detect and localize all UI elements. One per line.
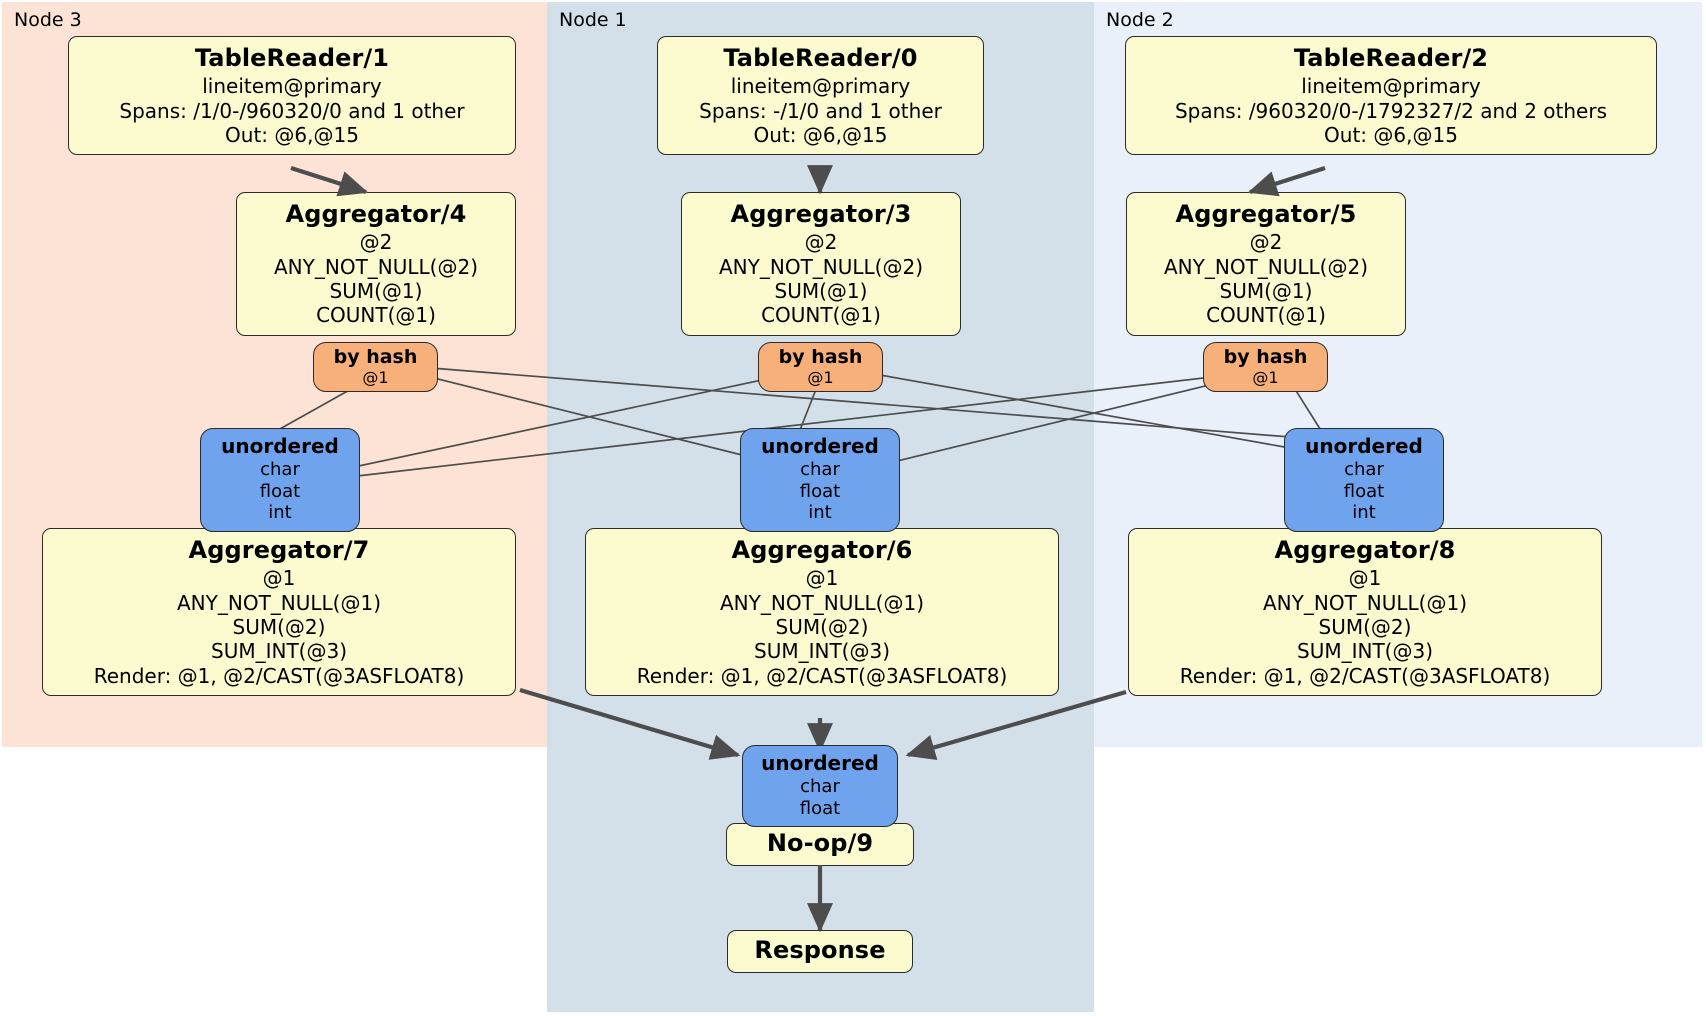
router-by-hash-right[interactable]: by hash @1 bbox=[1203, 342, 1328, 393]
processor-detail-line: COUNT(@1) bbox=[1206, 303, 1326, 328]
processor-detail-line: COUNT(@1) bbox=[316, 303, 436, 328]
synchronizer-type-line: float bbox=[1343, 480, 1385, 502]
processor-title: No-op/9 bbox=[766, 829, 874, 857]
router-by-hash-left[interactable]: by hash @1 bbox=[313, 342, 438, 393]
processor-title: Aggregator/3 bbox=[730, 200, 912, 228]
synchronizer-type-line: char bbox=[260, 459, 300, 480]
synchronizer-type-line: float bbox=[259, 480, 301, 502]
processor-aggregator-5[interactable]: Aggregator/5 @2 ANY_NOT_NULL(@2) SUM(@1)… bbox=[1126, 192, 1406, 336]
synchronizer-type-line: int bbox=[1352, 502, 1376, 524]
processor-response[interactable]: Response bbox=[727, 930, 913, 974]
router-title: by hash bbox=[1223, 346, 1308, 368]
synchronizer-type-line: float bbox=[799, 480, 841, 502]
processor-detail-line: SUM(@1) bbox=[774, 278, 868, 303]
synchronizer-type-line: char bbox=[800, 776, 840, 797]
processor-detail-line: ANY_NOT_NULL(@2) bbox=[719, 254, 923, 279]
router-detail-line: @1 bbox=[807, 367, 834, 387]
processor-detail-line: ANY_NOT_NULL(@2) bbox=[1164, 254, 1368, 279]
processor-detail-line: @1 bbox=[805, 566, 839, 591]
processor-title: Aggregator/7 bbox=[188, 536, 370, 564]
processor-aggregator-3[interactable]: Aggregator/3 @2 ANY_NOT_NULL(@2) SUM(@1)… bbox=[681, 192, 961, 336]
router-detail-line: @1 bbox=[362, 367, 389, 387]
processor-detail-line: SUM(@2) bbox=[1318, 614, 1412, 639]
processor-detail-line: Spans: /960320/0-/1792327/2 and 2 others bbox=[1174, 98, 1607, 123]
synchronizer-unordered-right[interactable]: unordered char float int bbox=[1284, 428, 1444, 532]
processor-title: Aggregator/8 bbox=[1274, 536, 1456, 564]
processor-detail-line: SUM(@1) bbox=[329, 278, 423, 303]
processor-table-reader-1[interactable]: TableReader/1 lineitem@primary Spans: /1… bbox=[68, 36, 516, 156]
processor-noop-9[interactable]: No-op/9 bbox=[726, 823, 914, 867]
processor-detail-line: @2 bbox=[804, 230, 838, 255]
processor-detail-line: lineitem@primary bbox=[202, 74, 382, 99]
processor-detail-line: Spans: /1/0-/960320/0 and 1 other bbox=[119, 98, 465, 123]
router-detail-line: @1 bbox=[1252, 367, 1279, 387]
synchronizer-title: unordered bbox=[761, 751, 879, 775]
processor-aggregator-6[interactable]: Aggregator/6 @1 ANY_NOT_NULL(@1) SUM(@2)… bbox=[585, 528, 1059, 697]
processor-detail-line: ANY_NOT_NULL(@1) bbox=[1263, 590, 1467, 615]
processor-detail-line: @2 bbox=[1249, 230, 1283, 255]
synchronizer-type-line: char bbox=[1344, 459, 1384, 480]
processor-title: Aggregator/5 bbox=[1175, 200, 1357, 228]
processor-render-line: Render: @1, @2/CAST(@3ASFLOAT8) bbox=[636, 663, 1008, 688]
router-title: by hash bbox=[333, 346, 418, 368]
processor-detail-line: ANY_NOT_NULL(@1) bbox=[720, 590, 924, 615]
synchronizer-unordered-left[interactable]: unordered char float int bbox=[200, 428, 360, 532]
processor-detail-line: SUM(@2) bbox=[232, 614, 326, 639]
router-by-hash-center[interactable]: by hash @1 bbox=[758, 342, 883, 393]
processor-detail-line: lineitem@primary bbox=[1301, 74, 1481, 99]
processor-title: Aggregator/6 bbox=[731, 536, 913, 564]
processor-detail-line: lineitem@primary bbox=[730, 74, 911, 99]
synchronizer-unordered-center[interactable]: unordered char float int bbox=[740, 428, 900, 532]
processor-detail-line: ANY_NOT_NULL(@2) bbox=[274, 254, 478, 279]
synchronizer-unordered-final[interactable]: unordered char float bbox=[742, 745, 898, 828]
synchronizer-type-line: char bbox=[800, 459, 840, 480]
synchronizer-title: unordered bbox=[761, 434, 879, 458]
processor-aggregator-4[interactable]: Aggregator/4 @2 ANY_NOT_NULL(@2) SUM(@1)… bbox=[236, 192, 516, 336]
processor-detail-line: Out: @6,@15 bbox=[1324, 122, 1458, 147]
processor-title: Aggregator/4 bbox=[285, 200, 467, 228]
processor-detail-line: @1 bbox=[1348, 566, 1382, 591]
node-panel-label: Node 2 bbox=[1106, 9, 1174, 31]
processor-render-line: Render: @1, @2/CAST(@3ASFLOAT8) bbox=[1179, 663, 1551, 688]
processor-aggregator-7[interactable]: Aggregator/7 @1 ANY_NOT_NULL(@1) SUM(@2)… bbox=[42, 528, 516, 697]
processor-detail-line: ANY_NOT_NULL(@1) bbox=[177, 590, 381, 615]
processor-title: TableReader/2 bbox=[1293, 44, 1489, 72]
processor-detail-line: Out: @6,@15 bbox=[753, 122, 888, 147]
synchronizer-type-line: int bbox=[268, 502, 292, 524]
node-panel-label: Node 3 bbox=[14, 9, 82, 31]
processor-aggregator-8[interactable]: Aggregator/8 @1 ANY_NOT_NULL(@1) SUM(@2)… bbox=[1128, 528, 1602, 697]
synchronizer-title: unordered bbox=[1305, 434, 1423, 458]
processor-detail-line: Spans: -/1/0 and 1 other bbox=[699, 98, 942, 123]
processor-title: TableReader/0 bbox=[723, 44, 918, 72]
processor-detail-line: @2 bbox=[359, 230, 393, 255]
processor-table-reader-2[interactable]: TableReader/2 lineitem@primary Spans: /9… bbox=[1125, 36, 1657, 156]
processor-render-line: Render: @1, @2/CAST(@3ASFLOAT8) bbox=[93, 663, 465, 688]
processor-detail-line: SUM_INT(@3) bbox=[211, 639, 347, 664]
processor-detail-line: SUM(@1) bbox=[1219, 278, 1313, 303]
processor-table-reader-0[interactable]: TableReader/0 lineitem@primary Spans: -/… bbox=[657, 36, 984, 156]
processor-detail-line: SUM_INT(@3) bbox=[754, 639, 890, 664]
processor-title: Response bbox=[754, 936, 886, 964]
node-panel-label: Node 1 bbox=[559, 9, 627, 31]
router-title: by hash bbox=[778, 346, 863, 368]
synchronizer-type-line: float bbox=[799, 797, 841, 819]
processor-detail-line: SUM_INT(@3) bbox=[1297, 639, 1433, 664]
processor-title: TableReader/1 bbox=[194, 44, 390, 72]
processor-detail-line: COUNT(@1) bbox=[761, 303, 881, 328]
processor-detail-line: SUM(@2) bbox=[775, 614, 869, 639]
processor-detail-line: Out: @6,@15 bbox=[225, 122, 359, 147]
synchronizer-title: unordered bbox=[221, 434, 339, 458]
synchronizer-type-line: int bbox=[808, 502, 832, 524]
processor-detail-line: @1 bbox=[262, 566, 296, 591]
